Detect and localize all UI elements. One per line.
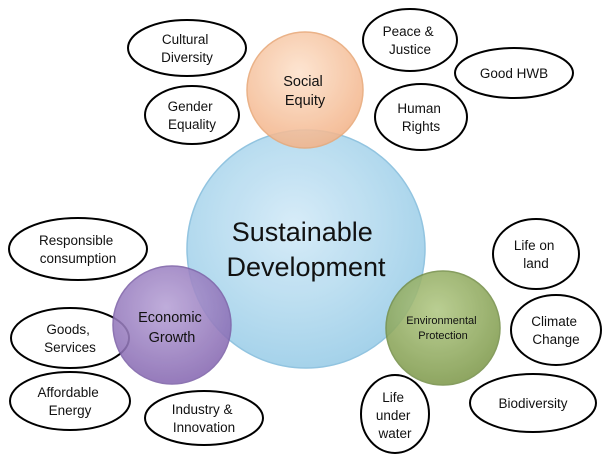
- topic-ellipse-industry-innovation: [144, 390, 264, 446]
- topic-life-under-water-line-2: under: [376, 408, 411, 423]
- topic-ellipse-gender-equality: [144, 85, 240, 145]
- topic-biodiversity: Biodiversity: [498, 396, 567, 411]
- topic-biodiversity-line-1: Biodiversity: [498, 396, 567, 411]
- topic-ellipse-peace-justice: [362, 8, 458, 72]
- pillar-label-social-line-2: Equity: [285, 93, 326, 109]
- topic-human-rights-line-1: Human: [397, 101, 441, 116]
- topic-life-under-water: Life under water: [376, 390, 414, 441]
- pillar-label-environmental: Environmental Protection: [406, 315, 479, 342]
- topic-ellipse-affordable-energy: [9, 371, 131, 431]
- topic-peace-justice: Peace & Justice: [383, 24, 438, 57]
- center-label-line-1: Sustainable: [232, 217, 373, 247]
- pillar-label-social-line-1: Social: [283, 74, 323, 90]
- topic-ellipse-cultural-diversity: [127, 19, 247, 77]
- topic-gender-equality: Gender Equality: [168, 99, 217, 132]
- topic-human-rights: Human Rights: [397, 101, 444, 134]
- topic-responsible-consumption: Responsible consumption: [39, 233, 117, 266]
- topic-goods-services-line-2: Services: [44, 340, 96, 355]
- topic-gender-equality-line-1: Gender: [168, 99, 214, 114]
- topic-labels: Cultural Diversity Peace & Justice Good …: [37, 24, 581, 441]
- pillar-label-economic: Economic Growth: [138, 310, 206, 346]
- topic-ellipse-responsible-consumption: [8, 217, 148, 281]
- topic-ellipse-life-on-land: [492, 218, 580, 290]
- topic-ellipse-climate-change: [510, 294, 602, 366]
- pillar-label-social: Social Equity: [283, 74, 327, 109]
- topic-ellipse-good-hwb: [454, 47, 574, 99]
- topic-climate-change: Climate Change: [531, 314, 581, 347]
- topic-life-on-land-line-2: land: [523, 256, 549, 271]
- topic-peace-justice-line-2: Justice: [389, 42, 431, 57]
- topic-ellipse-human-rights: [374, 83, 468, 151]
- topic-goods-services: Goods, Services: [44, 322, 96, 355]
- pillar-circle-economic: [112, 265, 232, 385]
- topic-life-under-water-line-3: water: [377, 426, 412, 441]
- pillar-circle-environmental: [385, 270, 501, 386]
- topic-cultural-diversity: Cultural Diversity: [161, 32, 213, 65]
- topic-goods-services-line-1: Goods,: [46, 322, 90, 337]
- topic-good-hwb: Good HWB: [480, 66, 548, 81]
- topic-affordable-energy-line-1: Affordable: [37, 385, 98, 400]
- pillar-circle-social: [246, 31, 364, 149]
- topic-climate-change-line-1: Climate: [531, 314, 577, 329]
- topic-affordable-energy-line-2: Energy: [49, 403, 92, 418]
- topic-ellipses: [8, 8, 602, 454]
- topic-life-on-land-line-1: Life on: [514, 238, 555, 253]
- topic-ellipse-goods-services: [10, 307, 130, 369]
- topic-responsible-consumption-line-2: consumption: [40, 251, 117, 266]
- topic-good-hwb-line-1: Good HWB: [480, 66, 548, 81]
- topic-gender-equality-line-2: Equality: [168, 117, 216, 132]
- topic-human-rights-line-2: Rights: [402, 119, 441, 134]
- topic-ellipse-life-under-water: [360, 374, 430, 454]
- topic-life-under-water-line-1: Life: [382, 390, 404, 405]
- topic-ellipse-biodiversity: [469, 373, 597, 433]
- topic-industry-innovation: Industry & Innovation: [172, 402, 237, 435]
- topic-affordable-energy: Affordable Energy: [37, 385, 102, 418]
- topic-climate-change-line-2: Change: [532, 332, 579, 347]
- pillar-label-environmental-line-2: Protection: [418, 330, 468, 342]
- topic-cultural-diversity-line-2: Diversity: [161, 50, 213, 65]
- pillar-label-environmental-line-1: Environmental: [406, 315, 476, 327]
- center-label-line-2: Development: [226, 252, 386, 282]
- pillar-label-economic-line-2: Growth: [149, 330, 196, 346]
- center-label: Sustainable Development: [226, 217, 386, 282]
- topic-industry-innovation-line-2: Innovation: [173, 420, 235, 435]
- topic-industry-innovation-line-1: Industry &: [172, 402, 233, 417]
- topic-life-on-land: Life on land: [514, 238, 558, 271]
- topic-cultural-diversity-line-1: Cultural: [162, 32, 209, 47]
- topic-responsible-consumption-line-1: Responsible: [39, 233, 113, 248]
- topic-peace-justice-line-1: Peace &: [383, 24, 434, 39]
- pillar-label-economic-line-1: Economic: [138, 310, 202, 326]
